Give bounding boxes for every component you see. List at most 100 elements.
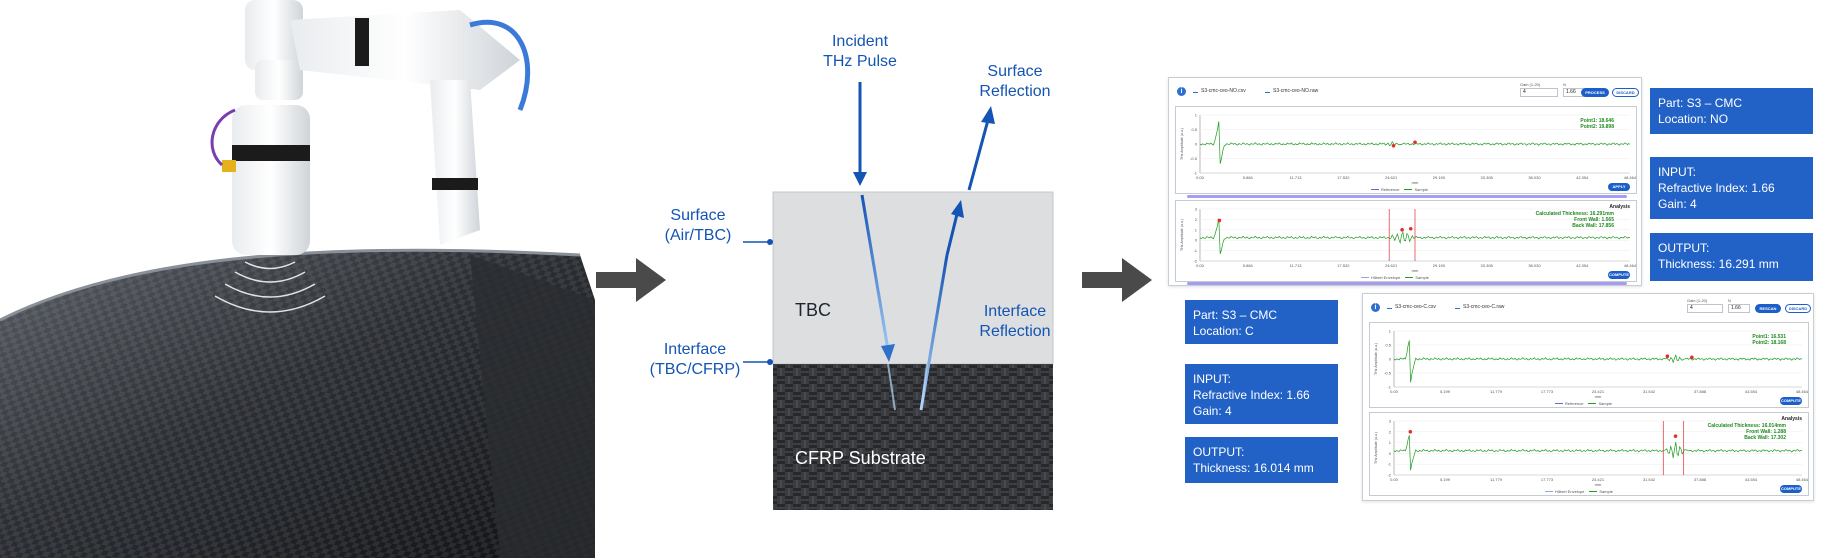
compute-button[interactable]: COMPUTE xyxy=(1780,397,1802,405)
n-field-label: N xyxy=(1728,298,1731,303)
x-tick-label: 17.773 xyxy=(1541,477,1554,482)
y-tick-label: 0 xyxy=(1195,142,1198,147)
compute-button[interactable]: COMPUTE xyxy=(1608,271,1630,279)
x-tick-label: 0.00 xyxy=(1390,477,1399,482)
download-icon xyxy=(1387,304,1392,309)
x-tick-label: 38.030 xyxy=(1528,175,1541,180)
peak-marker xyxy=(1408,430,1413,434)
x-tick-label: 43.554 xyxy=(1745,389,1758,394)
input-info-box: INPUT: Refractive Index: 1.66 Gain: 4 xyxy=(1650,157,1813,219)
x-tick-label: 24.621 xyxy=(1385,263,1398,268)
legend-reference: Reference xyxy=(1565,401,1584,406)
part-label: Part: S3 – CMC xyxy=(1193,308,1278,322)
legend-sample: Sample xyxy=(1599,489,1613,494)
y-tick-label: -2 xyxy=(1387,473,1391,478)
x-tick-label: 17.532 xyxy=(1337,263,1350,268)
part-label: Part: S3 – CMC xyxy=(1658,96,1743,110)
peak-marker xyxy=(1408,226,1413,231)
y-tick-label: 0 xyxy=(1195,238,1198,243)
refractive-index-input[interactable]: 1.66 xyxy=(1728,304,1750,313)
x-axis-label: mm xyxy=(1412,180,1419,185)
x-tick-label: 0.00 xyxy=(1196,175,1205,180)
legend-sample: Sample xyxy=(1415,275,1429,280)
sample-file-link[interactable]: S3-cmc-ceo-NO.raw xyxy=(1265,87,1318,94)
y-tick-label: 2 xyxy=(1195,217,1198,222)
process-button[interactable]: PROCESS xyxy=(1581,88,1609,97)
discard-button[interactable]: DISCARD xyxy=(1612,88,1639,97)
x-tick-label: 42.354 xyxy=(1576,175,1589,180)
info-icon[interactable]: i xyxy=(1371,303,1380,312)
x-tick-label: 11.713 xyxy=(1290,263,1303,268)
flow-arrow-icon xyxy=(596,258,666,302)
gain-field-label: Gain (1-20) xyxy=(1687,298,1708,303)
y-tick-label: -1 xyxy=(1193,248,1197,253)
peak-marker xyxy=(1673,434,1678,438)
compute-button[interactable]: COMPUTE xyxy=(1780,485,1802,493)
scan-window-no: i S3-cmc-ceo-NO.csv S3-cmc-ceo-NO.raw Ga… xyxy=(1168,77,1642,286)
refractive-index-label: Refractive Index: 1.66 xyxy=(1658,181,1775,195)
refractive-index-label: Refractive Index: 1.66 xyxy=(1193,388,1310,402)
x-tick-label: 31.542 xyxy=(1643,477,1656,482)
x-tick-label: 24.421 xyxy=(1592,477,1605,482)
sample-signal-line xyxy=(1393,435,1803,471)
x-tick-label: 29.190 xyxy=(1433,263,1446,268)
interface-reflection-label: Interface Reflection xyxy=(979,303,1051,340)
y-tick-label: 0.5 xyxy=(1191,127,1197,132)
sample-file-link[interactable]: S3-cmc-ceo-C.raw xyxy=(1455,303,1504,310)
tbc-layer-label: TBC xyxy=(795,300,831,320)
sample-file-name: S3-cmc-ceo-C.raw xyxy=(1463,304,1505,310)
download-icon xyxy=(1193,88,1198,93)
reference-file-link[interactable]: S3-cmc-ceo-C.csv xyxy=(1387,303,1436,310)
y-tick-label: 0.5 xyxy=(1385,343,1391,348)
x-tick-label: 5.884 xyxy=(1243,175,1254,180)
y-axis-label: THz Amplitude (a.u.) xyxy=(1180,219,1184,251)
point1-readout: Point1: 18.646 xyxy=(1580,118,1614,124)
legend-sample: Sample xyxy=(1414,187,1429,192)
x-tick-label: 38.030 xyxy=(1528,263,1541,268)
analysis-title: Analysis xyxy=(1781,416,1802,422)
x-tick-label: 48.464 xyxy=(1796,477,1809,482)
y-tick-label: 0 xyxy=(1389,451,1392,456)
y-tick-label: -2 xyxy=(1193,259,1197,264)
discard-button[interactable]: DISCARD xyxy=(1785,304,1811,313)
range-slider[interactable] xyxy=(1187,282,1627,285)
thz-reflection-diagram: Incident THz Pulse Surface Reflection Su… xyxy=(625,0,1095,558)
peak-marker xyxy=(1665,354,1670,358)
x-tick-label: 33.308 xyxy=(1481,175,1494,180)
x-tick-label: 42.354 xyxy=(1576,263,1589,268)
rescan-button[interactable]: RESCAN xyxy=(1755,304,1781,313)
x-tick-label: 29.190 xyxy=(1433,175,1446,180)
incident-pulse-label: Incident THz Pulse xyxy=(823,33,897,70)
front-wall-readout: Front Wall: 1.565 xyxy=(1574,217,1614,223)
output-header: OUTPUT: xyxy=(1193,445,1245,459)
x-tick-label: 33.308 xyxy=(1481,263,1494,268)
apply-button[interactable]: APPLY xyxy=(1608,183,1630,191)
range-slider[interactable] xyxy=(1187,195,1627,198)
reference-file-link[interactable]: S3-cmc-ceo-NO.csv xyxy=(1193,87,1246,94)
peak-marker xyxy=(1400,228,1404,232)
y-tick-label: 1 xyxy=(1195,227,1198,232)
surface-label: Surface (Air/TBC) xyxy=(664,207,732,244)
peak-marker xyxy=(1217,218,1222,223)
y-tick-label: 1 xyxy=(1195,113,1198,118)
x-tick-label: 5.199 xyxy=(1440,389,1451,394)
gain-input[interactable]: 4 xyxy=(1520,88,1558,97)
thickness-label: Thickness: 16.291 mm xyxy=(1658,257,1779,271)
y-axis-label: THz Amplitude (a.u.) xyxy=(1180,128,1184,160)
reference-file-name: S3-cmc-ceo-NO.csv xyxy=(1201,88,1246,94)
sample-file-name: S3-cmc-ceo-NO.raw xyxy=(1273,88,1319,94)
y-axis-label: THz Amplitude (a.u.) xyxy=(1374,432,1378,464)
x-tick-label: 0.00 xyxy=(1390,389,1399,394)
calculated-thickness-readout: Calculated Thickness: 16.291mm xyxy=(1535,211,1614,217)
y-tick-label: -1 xyxy=(1387,385,1391,390)
info-icon[interactable]: i xyxy=(1177,87,1186,96)
download-icon xyxy=(1265,88,1270,93)
part-info-box: Part: S3 – CMC Location: C xyxy=(1185,300,1338,344)
x-tick-label: 5.884 xyxy=(1243,263,1254,268)
gain-input[interactable]: 4 xyxy=(1687,304,1723,313)
